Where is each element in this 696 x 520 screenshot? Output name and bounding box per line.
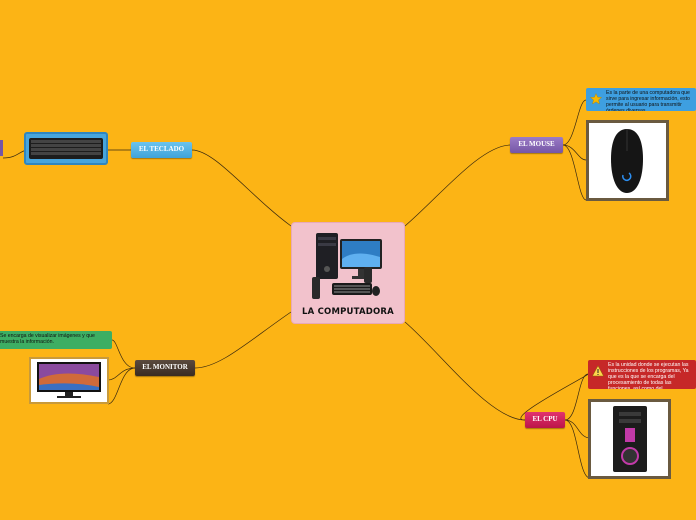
cpu-description-note[interactable]: Es la unidad donde se ejecutan las instr… <box>588 360 696 389</box>
monitor-description-text: Se encarga de visualizar imágenes y que … <box>0 333 95 345</box>
monitor-description-note[interactable]: Se encarga de visualizar imágenes y que … <box>0 331 112 349</box>
branch-teclado[interactable]: EL TECLADO <box>131 142 192 158</box>
keyboard-image[interactable] <box>24 132 108 165</box>
cpu-tower-image[interactable] <box>588 399 671 479</box>
warning-icon <box>592 365 604 377</box>
branch-mouse[interactable]: EL MOUSE <box>510 137 563 153</box>
mouse-description-text: Es la parte de una computadora que sirve… <box>606 90 690 111</box>
mouse-description-note[interactable]: Es la parte de una computadora que sirve… <box>586 88 696 111</box>
branch-monitor[interactable]: EL MONITOR <box>135 360 195 376</box>
cpu-description-text: Es la unidad donde se ejecutan las instr… <box>608 362 689 389</box>
branch-cpu[interactable]: EL CPU <box>525 412 565 428</box>
star-icon <box>590 93 602 105</box>
monitor-image[interactable] <box>29 357 109 404</box>
computer-illustration <box>312 233 382 299</box>
central-topic-title: LA COMPUTADORA <box>302 307 394 317</box>
central-topic[interactable]: LA COMPUTADORA <box>291 222 405 324</box>
offscreen-branch-stub <box>0 140 3 156</box>
mouse-image[interactable] <box>586 120 669 201</box>
